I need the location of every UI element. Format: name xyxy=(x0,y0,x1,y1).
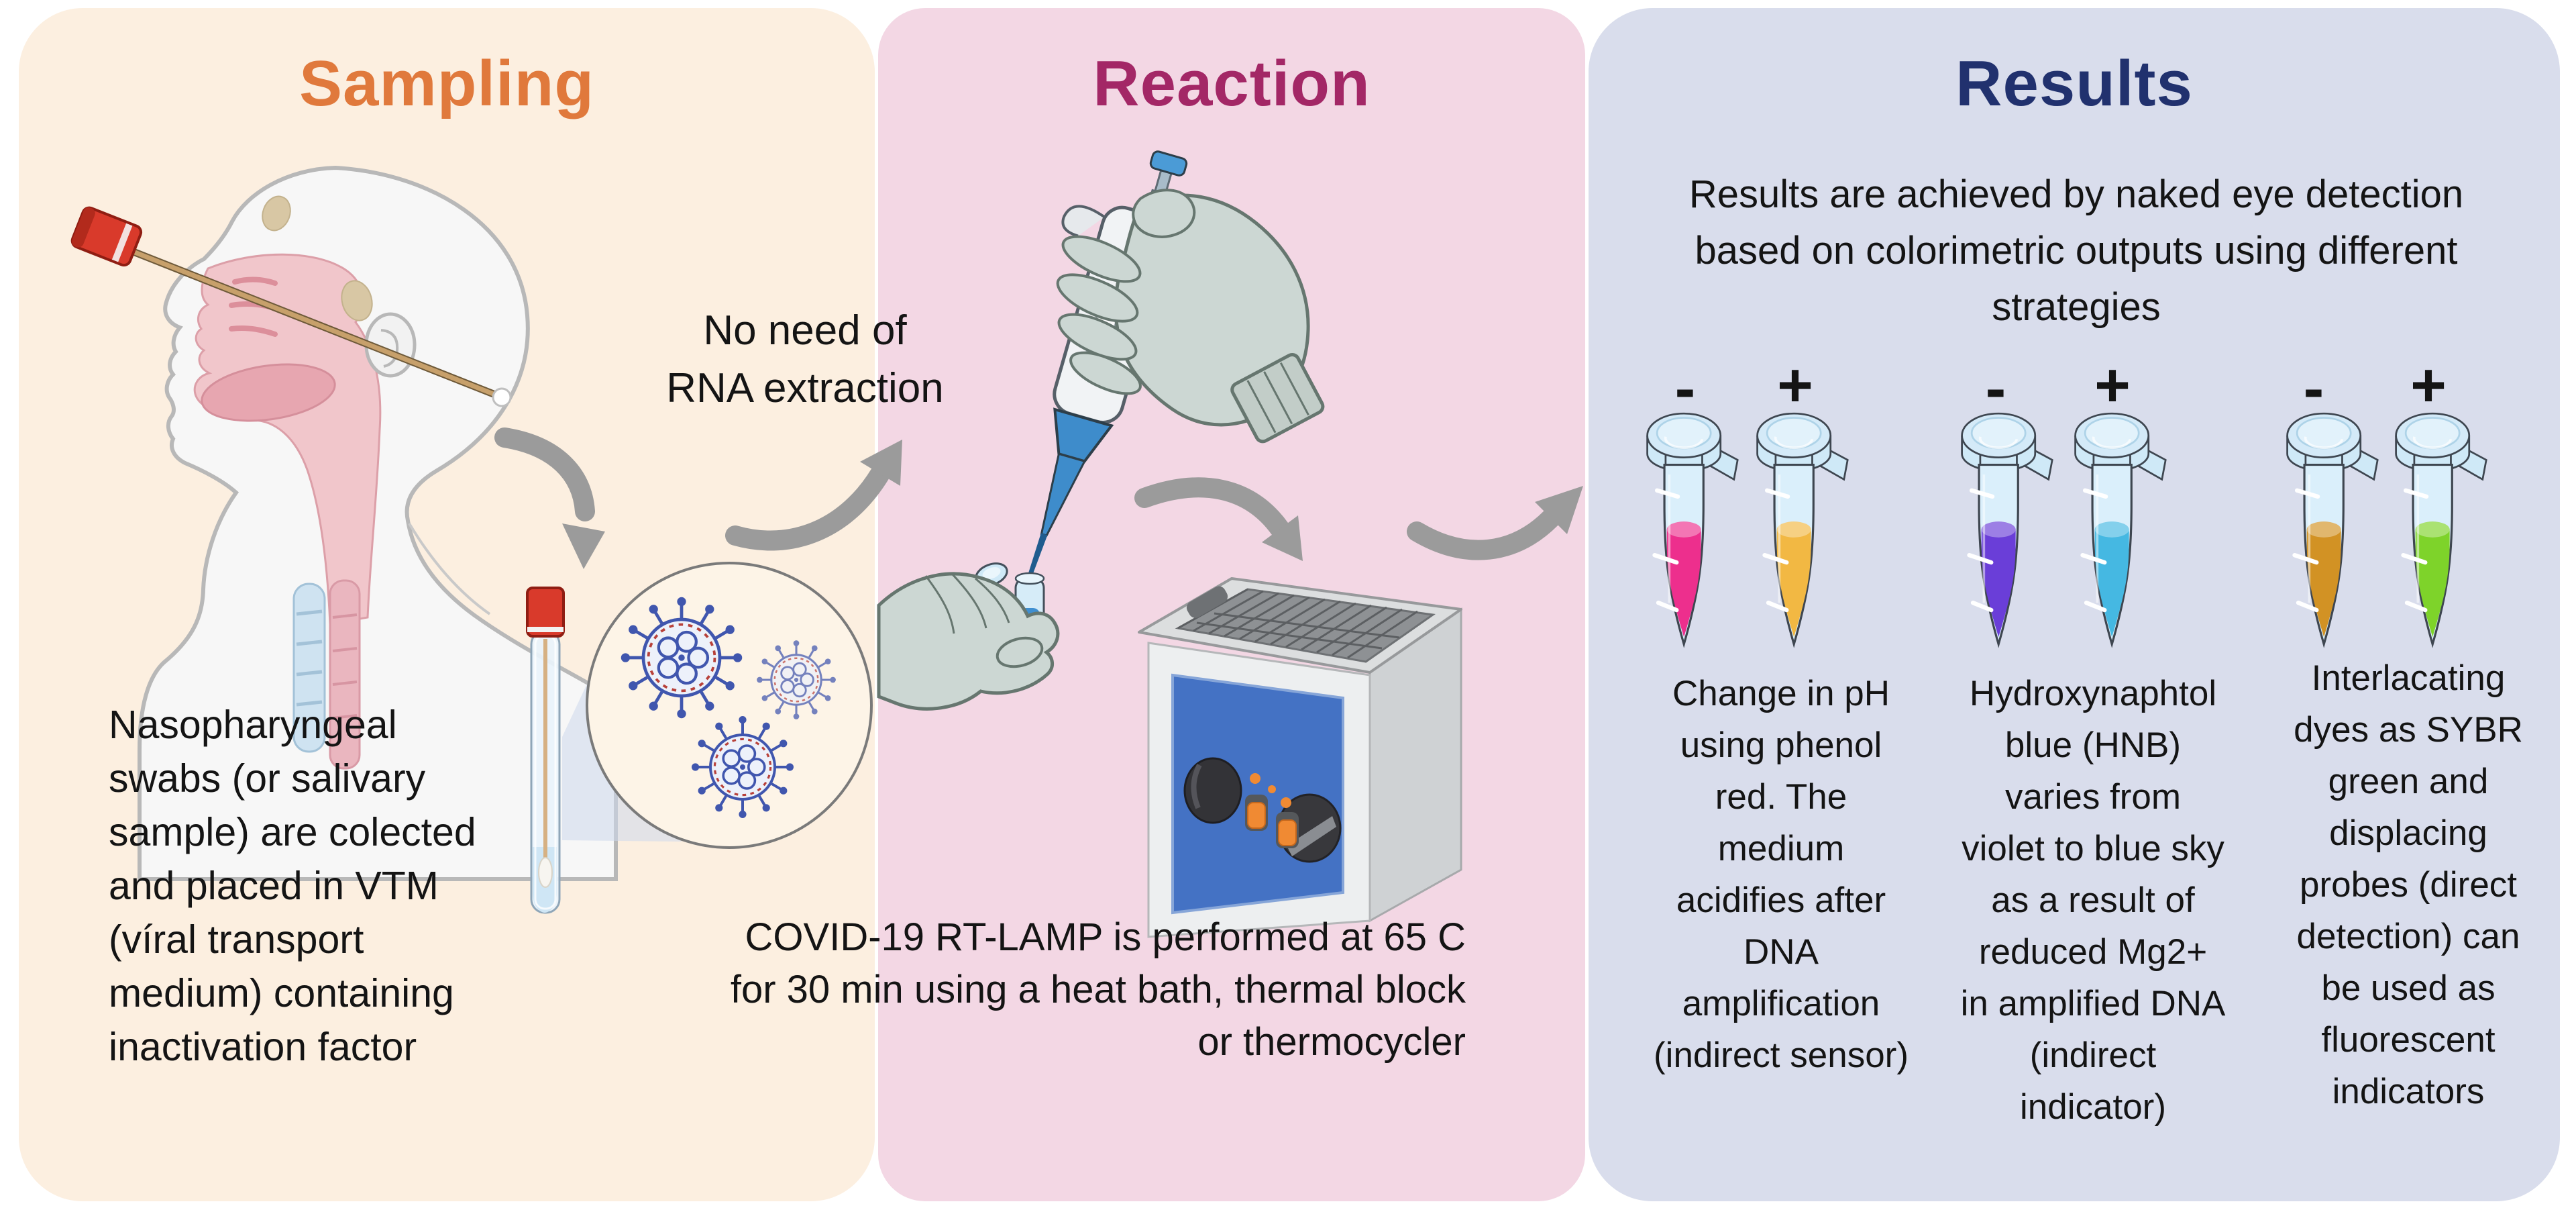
negative-sign: - xyxy=(1985,354,2006,423)
sampling-caption: Nasopharyngeal swabs (or salivary sample… xyxy=(109,703,476,1069)
result-column-caption-sybr: Interlacating dyes as SYBR green and dis… xyxy=(2294,658,2523,1111)
reaction-title: Reaction xyxy=(1093,48,1371,119)
negative-sign: - xyxy=(1674,354,1696,423)
result-column-caption-ph: Change in pH using phenol red. The mediu… xyxy=(1654,674,1909,1075)
rna-extraction-note: No need of RNA extraction xyxy=(666,307,944,411)
results-intro: Results are achieved by naked eye detect… xyxy=(1688,172,2464,329)
positive-sign: + xyxy=(2094,351,2131,419)
positive-sign: + xyxy=(2410,351,2447,419)
negative-sign: - xyxy=(2303,354,2324,423)
positive-sign: + xyxy=(1777,351,1813,419)
reaction-caption: COVID-19 RT-LAMP is performed at 65 C fo… xyxy=(730,915,1466,1064)
results-title: Results xyxy=(1955,48,2193,119)
sampling-title: Sampling xyxy=(299,48,595,119)
result-column-caption-hnb: Hydroxynaphtol blue (HNB) varies from vi… xyxy=(1960,674,2226,1127)
